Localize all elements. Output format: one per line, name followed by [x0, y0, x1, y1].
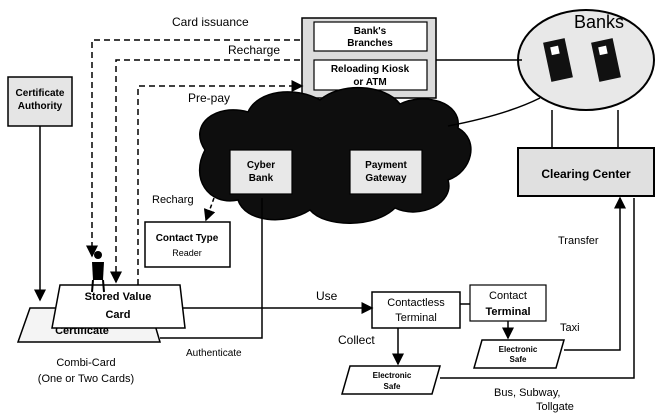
contact-terminal-node: Contact Terminal: [470, 285, 546, 321]
electronic-safe-collect: Electronic Safe: [342, 366, 440, 394]
combi-card: Certificate Stored Value Card Combi-Card…: [18, 285, 185, 385]
contactless-terminal-line2: Terminal: [395, 312, 437, 324]
reader-line2: Reader: [172, 248, 202, 258]
cyber-bank-line2: Bank: [249, 173, 274, 184]
certificate-authority-node: Certificate Authority: [8, 77, 72, 126]
contact-terminal-line2: Terminal: [485, 306, 530, 318]
ca-line1: Certificate: [16, 88, 65, 99]
electronic-safe-taxi: Electronic Safe: [474, 340, 564, 368]
banks-label: Banks: [574, 12, 624, 32]
contactless-terminal-node: Contactless Terminal: [372, 292, 460, 328]
collect-label: Collect: [338, 333, 375, 347]
reloading-kiosk-line1: Reloading Kiosk: [331, 64, 410, 75]
authenticate-label: Authenticate: [186, 348, 242, 359]
card-issuance-label: Card issuance: [172, 15, 249, 29]
use-label: Use: [316, 289, 338, 303]
contact-terminal-line1: Contact: [489, 290, 527, 302]
recharge-label: Recharge: [228, 43, 280, 57]
contactless-terminal-line1: Contactless: [387, 297, 445, 309]
svc-line2: Card: [105, 309, 130, 321]
taxi-label: Taxi: [560, 322, 580, 334]
esafe-collect-line1: Electronic: [373, 371, 412, 380]
esafe-collect-line2: Safe: [384, 382, 401, 391]
clearing-center-label: Clearing Center: [541, 167, 631, 181]
branches-kiosk-block: Bank's Branches Reloading Kiosk or ATM: [302, 18, 436, 98]
banks-to-clearing-lines: [552, 110, 618, 148]
cloud-to-banks-line: [448, 98, 540, 126]
payment-gateway-box: [350, 150, 422, 194]
esafe-taxi-line1: Electronic: [499, 345, 538, 354]
contact-type-reader-node: Contact Type Reader: [145, 222, 230, 267]
cyber-bank-box: [230, 150, 292, 194]
cyber-recharge-label: Recharg: [152, 194, 194, 206]
internet-cloud: Cyber Bank Payment Gateway: [200, 88, 471, 224]
reader-line1: Contact Type: [156, 233, 219, 244]
clearing-center-node: Clearing Center: [518, 148, 654, 196]
payment-gateway-line1: Payment: [365, 160, 407, 171]
pre-pay-label: Pre-pay: [188, 91, 230, 105]
transfer-label: Transfer: [558, 235, 599, 247]
combi-card-label: Combi-Card: [56, 357, 115, 369]
reloading-kiosk-line2: or ATM: [353, 77, 386, 88]
combi-card-sublabel: (One or Two Cards): [38, 373, 134, 385]
bus-subway-label: Bus, Subway,: [494, 387, 560, 399]
payment-gateway-line2: Gateway: [365, 173, 407, 184]
bank-branches-line2: Branches: [347, 38, 393, 49]
cyber-bank-line1: Cyber: [247, 160, 275, 171]
tollgate-label: Tollgate: [536, 401, 574, 413]
esafe-taxi-line2: Safe: [510, 355, 527, 364]
cyber-recharge-arrow: [206, 198, 214, 220]
bank-branches-line1: Bank's: [354, 26, 387, 37]
svc-line1: Stored Value: [85, 291, 152, 303]
banks-node: Banks: [518, 10, 654, 110]
ca-line2: Authority: [18, 101, 63, 112]
